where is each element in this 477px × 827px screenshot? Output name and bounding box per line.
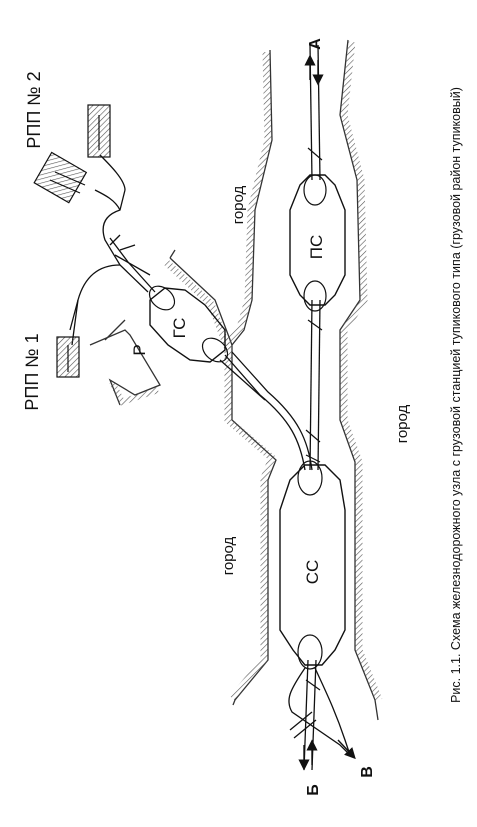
- city-label-mid-right: город: [394, 404, 411, 443]
- station-ss-label: СС: [303, 560, 322, 585]
- rpp-two-label: РПП № 2: [24, 71, 44, 148]
- embankment-right: [339, 39, 379, 721]
- direction-a-label: А: [307, 38, 324, 50]
- direction-b-label: Б: [305, 784, 322, 796]
- station-gs: ГС: [148, 285, 229, 363]
- station-r: Р: [130, 344, 149, 355]
- embankment-left-hatch: [163, 51, 277, 701]
- rpp-one-label: РПП № 1: [22, 333, 42, 410]
- station-ps: ПС: [289, 174, 346, 312]
- rpp-one-block: [56, 336, 80, 378]
- lower-exit-tracks: [288, 667, 351, 756]
- figure-caption: Рис. 1.1. Схема железнодорожного узла с …: [449, 87, 463, 703]
- connecting-tracks: [69, 154, 313, 471]
- station-r-label: Р: [130, 344, 149, 355]
- station-ps-label: ПС: [307, 235, 326, 260]
- direction-v-label: В: [359, 766, 376, 778]
- city-label-top: город: [230, 185, 247, 224]
- embankment-left: [169, 49, 277, 706]
- direction-arrows: [298, 54, 356, 771]
- switch-ticks: [305, 147, 323, 691]
- embankment-right-hatch: [340, 41, 383, 702]
- station-gs-label: ГС: [170, 318, 189, 339]
- main-line-tracks: [303, 44, 321, 771]
- station-ss: СС: [279, 460, 346, 670]
- goods-yard-hatch: [109, 380, 159, 406]
- city-label-mid-left: город: [220, 536, 237, 575]
- rpp-two-block-a: [87, 104, 111, 158]
- rpp-two-block-b: [33, 151, 88, 204]
- goods-yard-boundary: [89, 319, 161, 406]
